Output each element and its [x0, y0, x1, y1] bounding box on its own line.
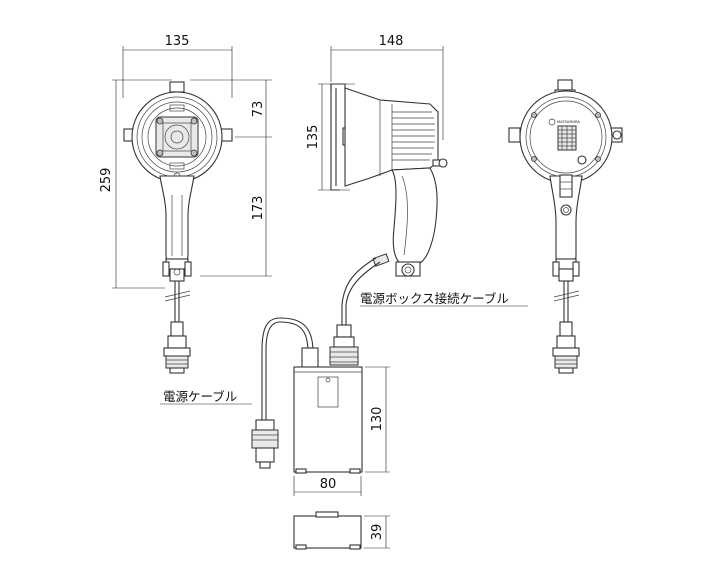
- dim-side-head: 135: [306, 125, 321, 150]
- dim-front-width: 135: [165, 34, 190, 49]
- side-view: 148 135: [306, 34, 528, 366]
- dim-head-upper: 73: [251, 101, 266, 118]
- label-power-box-cable: 電源ボックス接続ケーブル: [360, 291, 509, 306]
- label-power-cable: 電源ケーブル: [163, 389, 237, 404]
- dim-box-height: 130: [370, 407, 385, 432]
- brand-logo-text: MATSUMURA: [557, 120, 580, 124]
- dim-total-height: 259: [99, 168, 114, 193]
- front-view: 135 259 73 173: [99, 34, 272, 374]
- dim-side-width: 148: [379, 34, 404, 49]
- dim-box-width: 80: [320, 477, 337, 492]
- rear-view: MATSUMURA: [508, 79, 623, 374]
- power-box: 電源ケーブル 130 80 39: [160, 317, 390, 550]
- dim-handle-height: 173: [251, 196, 266, 221]
- dim-box-depth: 39: [370, 524, 385, 541]
